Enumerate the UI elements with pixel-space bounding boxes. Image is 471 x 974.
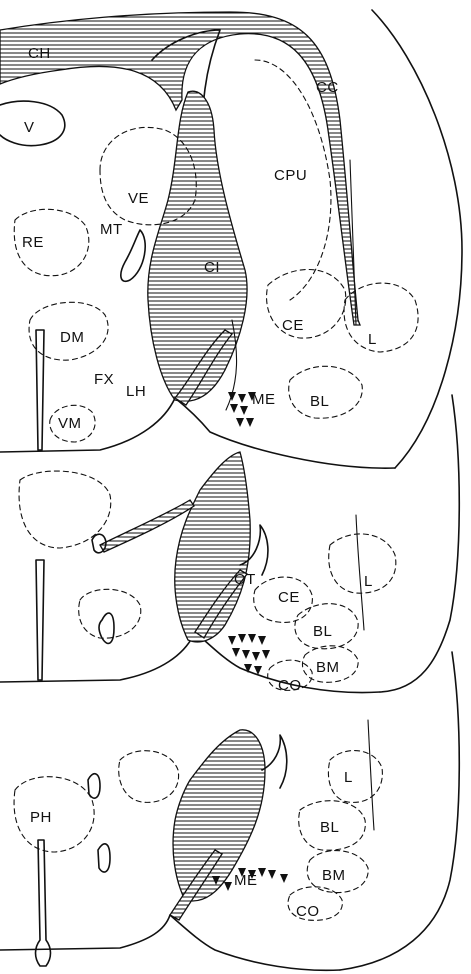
label-ph: PH [30,809,52,826]
region-ce-top [267,269,346,338]
small-oval-bottom-2 [98,844,110,872]
label-vm: VM [58,415,82,432]
outer-contour-bottom [340,652,459,970]
small-oval-bottom-1 [88,774,100,798]
mammillothalamic-tract [121,230,145,281]
arrowhead-marker [248,634,256,643]
label-co-bot: CO [296,903,320,920]
label-bl-mid: BL [313,623,332,640]
arrowhead-marker [252,652,260,661]
label-l-bot: L [344,769,353,786]
midline-ventricle-middle [36,560,44,680]
midline-ventricle-bottom [36,840,51,966]
arrowhead-marker [236,418,244,427]
label-ce-top: CE [282,317,304,334]
arrowhead-marker [262,650,270,659]
outer-contour-middle [380,395,459,692]
lateral-stria-middle [356,515,364,630]
arrowhead-marker [238,634,246,643]
arrowhead-marker [258,636,266,645]
region-l-bot [328,751,382,803]
label-bm-mid: BM [316,659,340,676]
arrowhead-marker [232,648,240,657]
arrowhead-marker [240,406,248,415]
label-bl-top: BL [310,393,329,410]
arrowhead-marker [230,404,238,413]
arrowhead-marker [258,868,266,877]
label-cc: CC [316,79,339,96]
label-co-mid: CO [278,677,302,694]
label-ve: VE [128,190,149,207]
internal-capsule [148,91,247,401]
fiber-curve-bottom [262,735,287,788]
ventral-edge-bottom [0,915,340,970]
label-v: V [24,119,35,136]
arrowheads-middle [228,634,270,675]
arrowhead-marker [242,650,250,659]
label-me-top: ME [252,391,276,408]
label-lh: LH [126,383,146,400]
arrowhead-marker [228,636,236,645]
label-bm-bot: BM [322,867,346,884]
section-bottom [0,652,459,970]
arrowhead-marker [246,418,254,427]
lateral-stria-bottom [368,720,374,830]
arrowhead-marker [228,392,236,401]
label-mt: MT [100,221,123,238]
section-top [0,10,462,468]
label-l-mid: L [364,573,373,590]
small-oval-middle [99,613,114,643]
arrowhead-marker [268,870,276,879]
midline-ventricle-top [36,330,44,450]
outer-contour-top [372,10,462,468]
label-me-bot: ME [234,872,258,889]
label-re: RE [22,234,44,251]
label-dm: DM [60,329,84,346]
region-hypo-bot [119,751,179,803]
label-fx: FX [94,371,114,388]
region-ph [14,777,94,852]
label-ch: CH [28,45,51,62]
label-l-top: L [368,331,377,348]
region-thalamus-mid [19,471,111,548]
label-ce-mid: CE [278,589,300,606]
arrowhead-marker [238,394,246,403]
label-ot: OT [234,571,256,588]
ventral-edge-top [0,398,395,468]
arrowhead-marker [280,874,288,883]
label-ci: CI [204,259,220,276]
arrowhead-marker [224,882,232,891]
label-bl-bot: BL [320,819,339,836]
region-l-mid [329,534,396,593]
label-cpu: CPU [274,167,307,184]
